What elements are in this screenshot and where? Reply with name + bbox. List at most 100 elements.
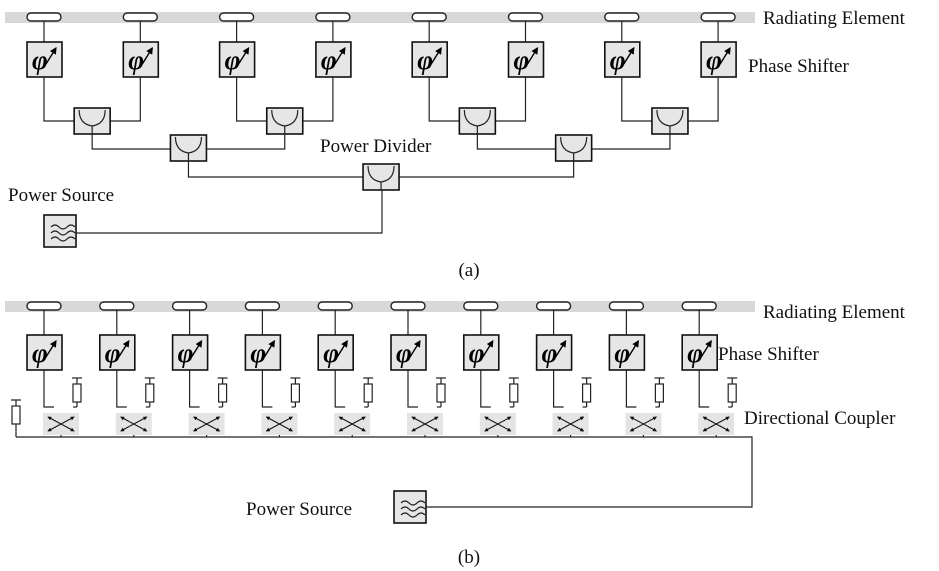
coupler-arrow-icon [193,416,221,432]
phase-shifter: φ [603,41,641,78]
adjust-arrow-icon [334,47,346,65]
phase-shifter: φ [122,41,160,78]
directional-coupler [43,413,79,435]
phase-symbol: φ [469,338,485,368]
adjust-arrow-icon [526,47,539,65]
phase-shifter: φ [317,334,355,371]
phase-shifter: φ [411,41,449,78]
radiating-element [507,12,544,22]
power-source-b [393,490,427,524]
radiating-element [26,12,62,22]
phase-symbol: φ [610,45,626,75]
termination-load [11,399,21,437]
feed-line [407,370,418,408]
resistor [72,383,82,403]
phase-symbol: φ [514,45,530,75]
radiating-element [171,301,208,311]
adjust-arrow-icon [336,340,348,358]
radiating-element-label: Radiating Element [763,302,906,323]
directional-coupler [625,413,662,435]
power-divider [169,134,208,162]
adjust-arrow-icon [141,47,153,65]
main-feed-line-b [16,436,753,508]
adjust-arrow-icon [555,340,567,358]
radiating-element [700,12,736,22]
feed-line [91,134,286,150]
radiating-element-strip [5,301,755,312]
adjust-arrow-icon [482,340,494,358]
adjust-arrow-icon [719,47,731,65]
radiating-element [535,301,572,311]
adjust-arrow-icon [45,340,57,358]
phase-shifter: φ [244,334,282,371]
feed-line [428,77,527,122]
resistor [145,383,155,403]
phase-shifter-label: Phase Shifter [718,344,819,365]
adjust-arrow-icon [263,340,276,358]
phase-shifter: φ [26,334,63,371]
power-source-label: Power Source [246,499,352,520]
radiating-element [411,12,447,22]
phase-symbol: φ [417,45,433,75]
termination-load [144,377,155,407]
adjust-arrow-icon [700,340,712,358]
termination-load [436,377,446,407]
power-divider [554,134,593,162]
phase-symbol: φ [323,338,339,368]
phase-symbol: φ [687,338,703,368]
phase-shifter: φ [535,334,573,371]
phase-symbol: φ [178,338,194,368]
phase-shifter: φ [390,334,427,371]
feed-line [236,77,334,122]
termination-load [363,377,374,407]
resistor [363,383,373,403]
coupler-arrow-icon [629,416,657,432]
adjust-arrow-icon [45,47,57,65]
radiating-element [244,301,281,311]
feed-line [334,370,346,408]
phase-shifter-box [317,334,355,371]
directional-coupler-label: Directional Coupler [744,408,896,429]
radiating-element [317,301,353,311]
phase-symbol: φ [250,338,266,368]
caption-a: (a) [458,260,479,281]
feed-line [625,370,637,408]
power-divider [458,107,497,135]
directional-coupler [115,413,152,435]
feed-line [43,370,54,408]
coupler-arrow-icon [120,416,148,432]
radiating-element [463,301,499,311]
phase-symbol: φ [32,45,48,75]
directional-coupler [698,413,735,435]
resistor [581,383,592,403]
coupler-arrow-icon [557,416,585,432]
coupler-arrow-icon [484,416,512,432]
adjust-arrow-icon [118,340,130,358]
resistor [654,383,665,403]
phase-symbol: φ [128,45,144,75]
directional-coupler [334,413,371,435]
adjust-arrow-icon [238,47,250,65]
radiating-element [26,301,62,311]
phase-shifter-label: Phase Shifter [748,56,849,77]
directional-coupler [479,413,516,435]
termination-load [727,377,738,407]
resistor [290,383,300,403]
phase-shifter: φ [608,334,646,371]
termination-load [290,377,301,407]
phase-shifter: φ [26,41,63,78]
phase-symbol: φ [396,338,412,368]
termination-load [654,377,665,407]
termination-load [217,377,228,407]
radiating-element [604,12,640,22]
phase-symbol: φ [105,338,121,368]
adjust-arrow-icon [430,47,442,65]
phase-symbol: φ [32,338,48,368]
directional-coupler [188,413,225,435]
power-divider [265,107,304,135]
feed-line [187,161,575,178]
phase-symbol: φ [225,45,241,75]
